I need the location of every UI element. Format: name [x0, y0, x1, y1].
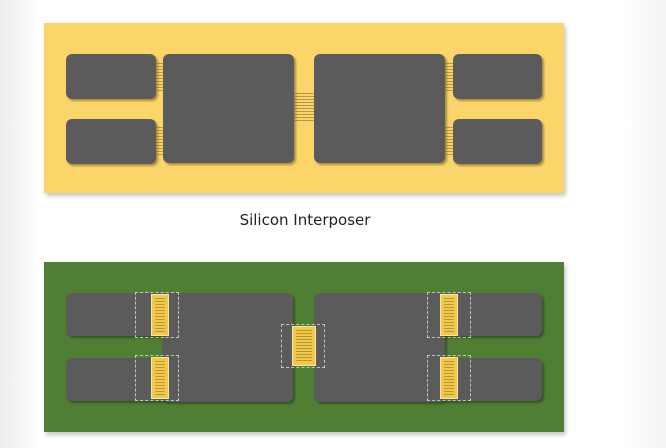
bridge-right-top: [440, 294, 458, 336]
bridge-outline-right-top: [427, 292, 471, 338]
die-center-right: [314, 54, 445, 163]
bridge-outline-center: [281, 324, 325, 368]
silicon-interposer-package: [44, 23, 564, 193]
bridge-outline-left-bottom: [135, 355, 179, 401]
bridge-substrate-package: [44, 262, 564, 432]
die-center-left: [162, 293, 293, 402]
bridge-left-top: [151, 294, 169, 336]
bridge-center: [292, 326, 316, 366]
bridge-right-bottom: [440, 357, 458, 399]
interposer-wiring-right-bottom: [444, 127, 455, 155]
bridge-outline-left-top: [135, 292, 179, 338]
interposer-wiring-left-bottom: [154, 127, 165, 155]
interposer-wiring-left-top: [154, 63, 165, 91]
die-left-top: [66, 54, 156, 99]
die-center-left: [163, 54, 294, 163]
interposer-wiring-center: [293, 93, 315, 121]
die-right-bottom: [453, 119, 542, 164]
interposer-wiring-right-top: [444, 63, 455, 91]
die-right-top: [453, 54, 542, 99]
bridge-outline-right-bottom: [427, 355, 471, 401]
die-center-right: [314, 293, 445, 402]
die-left-bottom: [66, 119, 156, 164]
bridge-left-bottom: [151, 357, 169, 399]
interposer-caption: Silicon Interposer: [239, 211, 371, 229]
